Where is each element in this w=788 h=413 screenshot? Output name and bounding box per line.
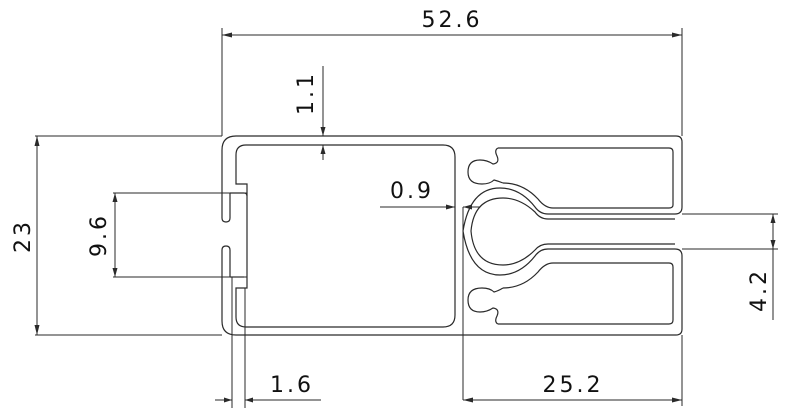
profile-outer-contour xyxy=(221,135,683,336)
round-boss xyxy=(462,187,675,276)
dimension-right-section: 25.2 xyxy=(463,335,683,406)
label-top-wall: 1.1 xyxy=(294,71,319,115)
label-right-section: 25.2 xyxy=(543,373,604,398)
dimension-right-slot: 4.2 xyxy=(682,213,778,320)
label-right-slot: 4.2 xyxy=(747,268,772,312)
label-overall-width: 52.6 xyxy=(422,8,483,33)
upper-right-chamber xyxy=(467,147,674,209)
dimension-top-wall: 1.1 xyxy=(294,66,326,160)
left-chamber xyxy=(230,144,456,328)
label-overall-height: 23 xyxy=(11,219,36,253)
dimension-slot-opening: 9.6 xyxy=(87,192,247,278)
lower-right-chamber xyxy=(467,262,674,325)
dimension-inner-wall: 0.9 xyxy=(380,179,480,400)
label-inner-wall: 0.9 xyxy=(390,179,434,204)
dimension-overall-width: 52.6 xyxy=(221,8,683,136)
label-left-wall: 1.6 xyxy=(270,373,314,398)
dimension-left-wall: 1.6 xyxy=(215,277,321,408)
label-slot-opening: 9.6 xyxy=(87,213,112,257)
dimension-overall-height: 23 xyxy=(11,135,222,336)
